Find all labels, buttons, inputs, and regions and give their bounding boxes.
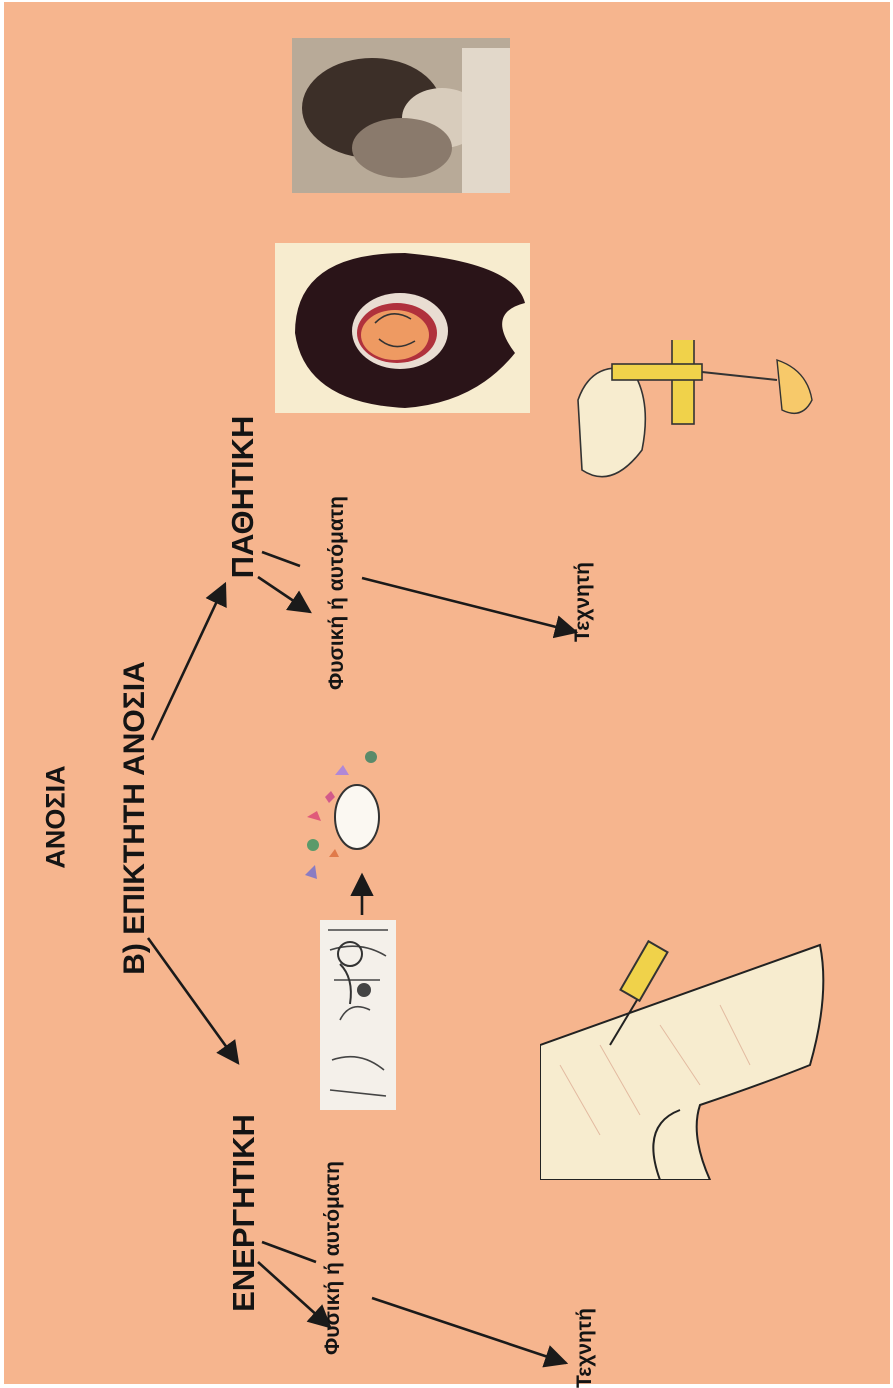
arm-injection-icon [540,935,830,1180]
page-title: ΑΝΟΣΙΑ [41,765,72,868]
acquired-immunity-heading: Β) ΕΠΙΚΤΗΤΗ ΑΝΟΣΙΑ [118,661,152,975]
active-artificial-label: Τεχνητή [573,1308,597,1388]
active-immunity-label: ΕΝΕΡΓΗΤΙΚΗ [226,1114,262,1312]
line-active-tick [262,1242,316,1262]
arrow-active-natural [258,1262,330,1327]
line-passive-tick [262,552,300,566]
passive-natural-label: Φυσική ή αυτόματη [325,496,349,690]
arrow-to-passive [152,584,225,740]
mother-baby-photo-icon [292,38,510,193]
arrow-active-artificial [372,1298,566,1363]
infection-drawing-icon [320,920,396,1110]
arrow-to-active [148,938,238,1063]
immune-cell-antigens-icon [295,745,395,895]
passive-artificial-label: Τεχνητή [571,562,595,642]
active-natural-label: Φυσική ή αυτόματη [321,1161,345,1355]
passive-immunity-label: ΠΑΘΗΤΙΚΗ [225,416,261,579]
syringe-injection-icon [572,340,817,500]
arrow-passive-artificial [362,578,576,632]
pregnancy-fetus-icon [275,243,530,413]
arrow-passive-natural [258,577,310,612]
